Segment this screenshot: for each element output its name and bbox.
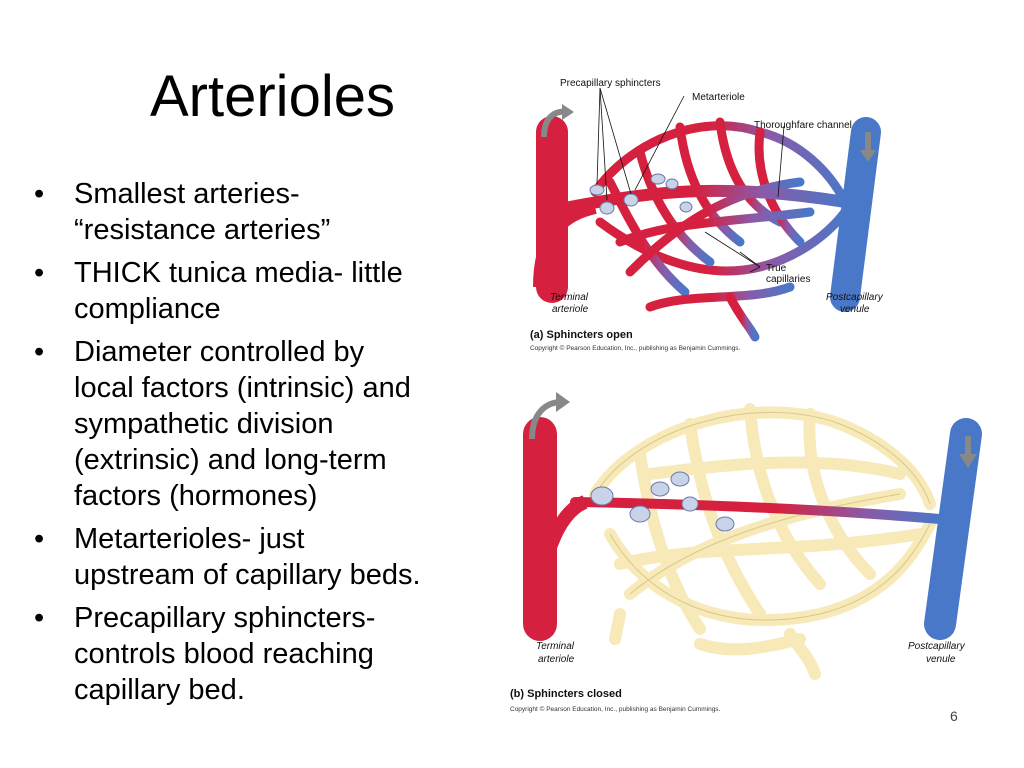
slide-title: Arterioles: [150, 64, 395, 129]
leader-lines: [596, 87, 785, 273]
postcapillary-venule: [924, 418, 982, 640]
label-postcapillary-venule: Postcapillary: [826, 292, 884, 303]
label-postcapillary-venule: Postcapillary: [908, 641, 966, 652]
arrowhead-icon: [556, 392, 570, 412]
bullet-dot: •: [34, 602, 45, 634]
arrowhead-icon: [959, 454, 977, 468]
label-terminal-arteriole: Terminal: [536, 641, 575, 652]
arteriole-branch: [533, 200, 597, 288]
label-true-capillaries: capillaries: [766, 274, 810, 285]
copyright-b: Copyright © Pearson Education, Inc., pub…: [510, 705, 721, 713]
diagram-sphincters-open: Precapillary sphincters Metarteriole Tho…: [500, 72, 892, 362]
label-true-capillaries: True: [766, 263, 787, 274]
label-precapillary-sphincters: Precapillary sphincters: [560, 78, 661, 89]
arrowhead-icon: [562, 104, 574, 120]
diagram-b-svg: Terminal arteriole Postcapillary venule …: [510, 392, 982, 713]
arteriole-branch: [531, 495, 588, 625]
copyright-a: Copyright © Pearson Education, Inc., pub…: [530, 344, 741, 352]
page-number: 6: [950, 708, 958, 724]
bullet-item: • Diameter controlled by local factors (…: [28, 334, 498, 514]
capillary-network-closed: [589, 403, 936, 680]
label-postcapillary-venule: venule: [840, 304, 870, 315]
label-postcapillary-venule: venule: [926, 654, 956, 665]
bullet-dot: •: [34, 257, 45, 289]
bullet-text: Diameter controlled by: [74, 336, 365, 368]
bullet-text: “resistance arteries”: [74, 214, 331, 246]
bullet-dot: •: [34, 336, 45, 368]
caption-b: (b) Sphincters closed: [510, 688, 622, 700]
capillary-outline: [594, 411, 931, 621]
bullet-text: capillary bed.: [74, 674, 245, 706]
metarteriole: [570, 497, 945, 524]
bullet-item: • Precapillary sphincters- controls bloo…: [28, 600, 498, 708]
caption-a: (a) Sphincters open: [530, 329, 633, 341]
label-metarteriole: Metarteriole: [692, 92, 745, 103]
postcapillary-venule: [830, 117, 881, 312]
bullet-dot: •: [34, 523, 45, 555]
diagram-a-svg: Precapillary sphincters Metarteriole Tho…: [530, 78, 884, 352]
label-terminal-arteriole: Terminal: [550, 292, 589, 303]
diagram-sphincters-closed: Terminal arteriole Postcapillary venule …: [500, 384, 992, 720]
label-terminal-arteriole: arteriole: [552, 304, 589, 315]
label-terminal-arteriole: arteriole: [538, 654, 575, 665]
bullet-text: compliance: [74, 293, 221, 325]
bullet-text: factors (hormones): [74, 480, 318, 512]
precapillary-sphincters: [589, 173, 693, 215]
bullet-text: THICK tunica media- little: [74, 257, 403, 289]
bullet-text: (extrinsic) and long-term: [74, 444, 387, 476]
arrowhead-icon: [860, 150, 876, 162]
bullet-text: Precapillary sphincters-: [74, 602, 376, 634]
label-thoroughfare-channel: Thoroughfare channel: [754, 120, 852, 131]
bullet-text: sympathetic division: [74, 408, 334, 440]
bullet-item: • Smallest arteries- “resistance arterie…: [28, 176, 498, 248]
bullet-text: Smallest arteries-: [74, 178, 300, 210]
bullet-item: • Metarterioles- just upstream of capill…: [28, 521, 498, 593]
bullet-text: upstream of capillary beds.: [74, 559, 421, 591]
precapillary-sphincters: [590, 471, 735, 532]
metarteriole: [564, 184, 851, 213]
bullet-list: • Smallest arteries- “resistance arterie…: [28, 176, 498, 715]
bullet-text: local factors (intrinsic) and: [74, 372, 411, 404]
bullet-item: • THICK tunica media- little compliance: [28, 255, 498, 327]
bullet-dot: •: [34, 178, 45, 210]
bullet-text: controls blood reaching: [74, 638, 374, 670]
capillary-network: [590, 117, 850, 342]
bullet-text: Metarterioles- just: [74, 523, 305, 555]
